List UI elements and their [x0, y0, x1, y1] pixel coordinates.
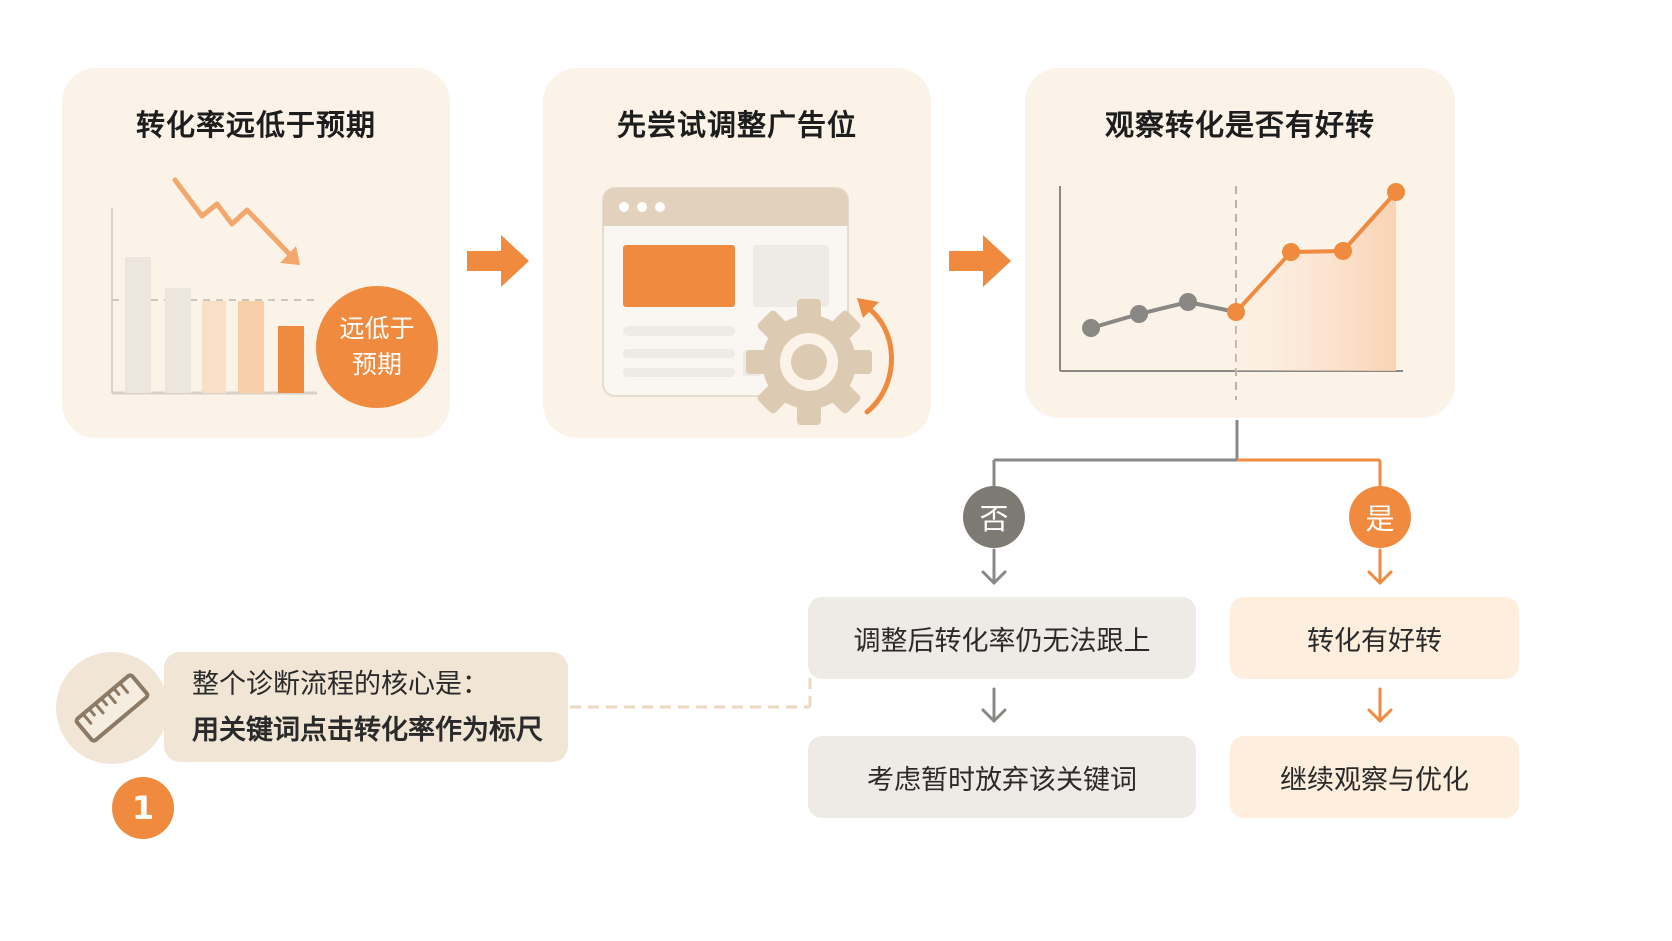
declining-bar-chart: [111, 177, 317, 395]
step-card-adjust-placement: 先尝试调整广告位: [543, 68, 931, 438]
bar: [202, 301, 226, 393]
ruler-icon-circle: [56, 652, 168, 764]
note-line-emphasis: 用关键词点击转化率作为标尺: [192, 715, 543, 746]
arrow-right-icon: [467, 235, 529, 287]
after-line: [1234, 190, 1398, 314]
rotate-arrow-icon: [857, 298, 894, 415]
no-action-box: 考虑暂时放弃该关键词: [808, 736, 1196, 818]
note-connector: [570, 676, 812, 709]
gear-icon: [746, 299, 872, 425]
no-outcome-box: 调整后转化率仍无法跟上: [808, 597, 1196, 679]
yes-outcome-box: 转化有好转: [1230, 597, 1519, 679]
step-card-observe: 观察转化是否有好转: [1025, 68, 1455, 418]
yes-action-box: 继续观察与优化: [1230, 736, 1519, 818]
arrow-down-icon: [981, 687, 1007, 723]
data-point: [1334, 242, 1352, 260]
step-number-badge: 1: [112, 777, 174, 839]
bar: [238, 301, 264, 393]
arrow-down-icon: [1367, 687, 1393, 723]
before-line: [1090, 299, 1237, 330]
core-principle-note: 整个诊断流程的核心是： 用关键词点击转化率作为标尺: [164, 652, 568, 762]
data-point: [1227, 303, 1245, 321]
arrow-down-icon: [981, 548, 1007, 585]
step-title: 先尝试调整广告位: [616, 108, 857, 142]
arrow-right-icon: [949, 235, 1011, 287]
data-point: [1082, 319, 1100, 337]
step-title: 观察转化是否有好转: [1104, 108, 1375, 142]
step-card-low-conversion: 转化率远低于预期 远低于 预期: [62, 68, 450, 438]
data-point: [1282, 243, 1300, 261]
badge-line: 远低于: [339, 314, 415, 343]
trend-down-icon: [172, 177, 300, 265]
data-point: [1179, 293, 1197, 311]
data-point: [1130, 305, 1148, 323]
far-below-badge: 远低于 预期: [316, 286, 438, 408]
bar: [165, 288, 191, 393]
badge-line: 预期: [351, 350, 402, 379]
branch-yes-badge: 是: [1349, 486, 1411, 548]
arrow-down-icon: [1367, 548, 1393, 585]
step-title: 转化率远低于预期: [135, 108, 376, 142]
rising-line-chart: [1059, 183, 1405, 400]
ruler-icon: [74, 673, 150, 743]
bar: [278, 326, 304, 393]
bar: [125, 257, 151, 393]
data-point: [1387, 183, 1405, 201]
branch-no-badge: 否: [963, 486, 1025, 548]
note-line: 整个诊断流程的核心是：: [192, 669, 489, 700]
